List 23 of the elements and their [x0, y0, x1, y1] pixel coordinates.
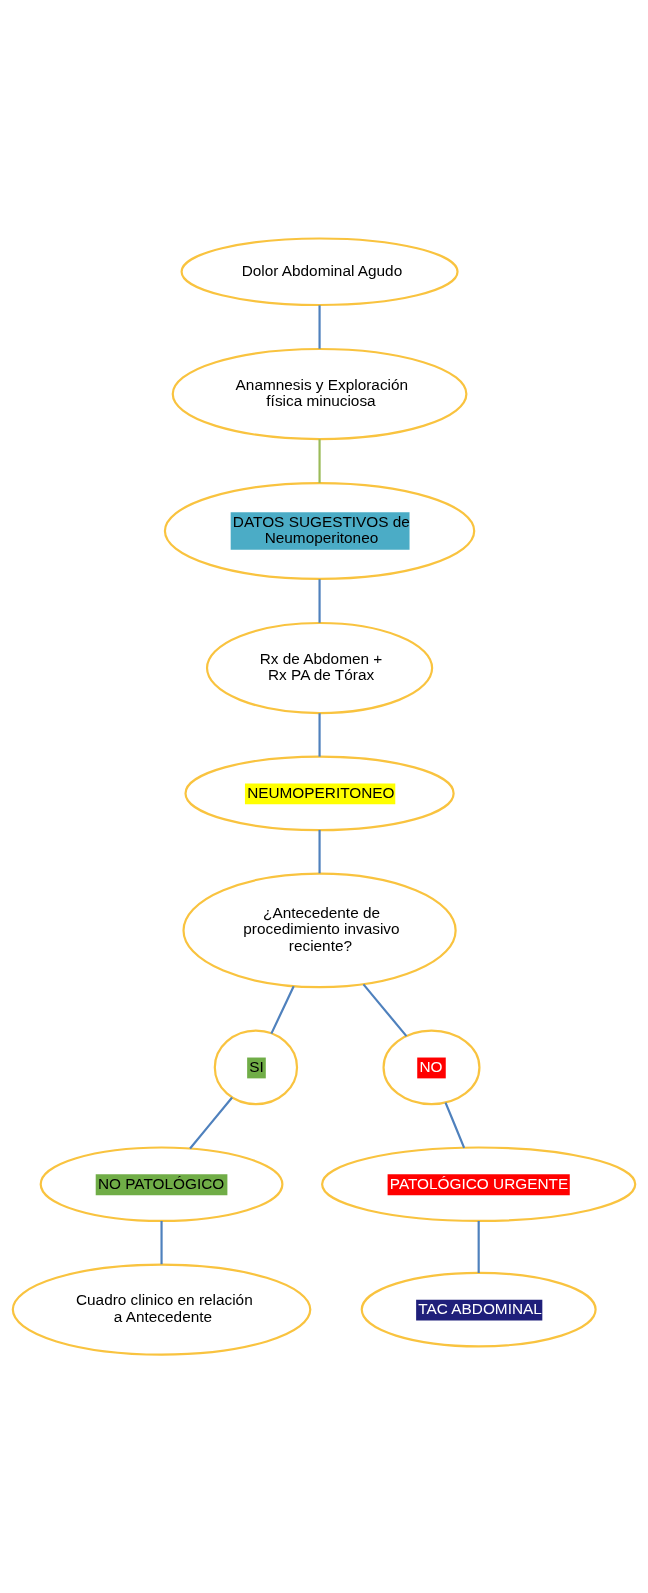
connector — [477, 1220, 480, 1273]
node-ellipse: NEUMOPERITONEO — [184, 755, 455, 832]
connector — [318, 829, 321, 874]
node-ellipse: Cuadro clinico en relación a Antecedente — [11, 1263, 312, 1356]
connector — [160, 1220, 163, 1265]
node-ellipse: SI — [213, 1029, 299, 1106]
connector — [362, 983, 408, 1037]
connector — [318, 713, 321, 757]
node-ellipse: NO PATOLÓGICO — [39, 1146, 284, 1223]
connector — [318, 439, 321, 483]
node-ellipse: Dolor Abdominal Agudo — [180, 237, 459, 307]
connector — [444, 1102, 466, 1149]
connector — [189, 1096, 233, 1150]
node-ellipse: TAC ABDOMINAL — [360, 1271, 597, 1348]
connector — [318, 305, 321, 349]
node-ellipse: DATOS SUGESTIVOS de Neumoperitoneo — [163, 482, 476, 581]
node-ellipse: Rx de Abdomen + Rx PA de Tórax — [205, 621, 434, 715]
node-ellipse: PATOLÓGICO URGENTE — [321, 1146, 637, 1223]
node-ellipse: ¿Antecedente de procedimiento invasivo reciente? — [182, 872, 457, 989]
node-ellipse: NO — [382, 1029, 481, 1106]
connector — [270, 985, 295, 1035]
connector — [318, 579, 321, 623]
node-ellipse: Anamnesis y Exploración física minuciosa — [171, 347, 468, 441]
